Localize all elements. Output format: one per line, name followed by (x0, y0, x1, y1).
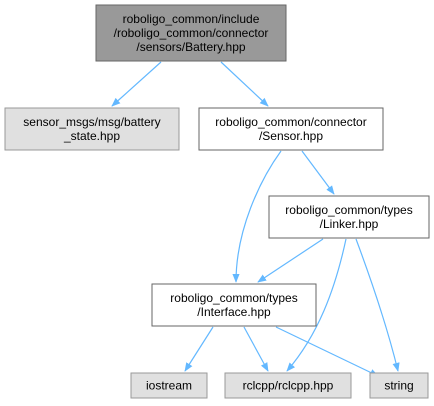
node-label-line: /roboligo_common/connector (114, 26, 269, 40)
edge-interface-to-rclcpp (243, 326, 269, 372)
node-label-line: /Linker.hpp (320, 217, 379, 231)
node-box (369, 372, 429, 399)
edge-sensor-to-interface (232, 150, 282, 283)
edge-interface-to-iostream (184, 326, 214, 372)
edge-linker-to-string (355, 238, 400, 372)
node-label-line: /sensors/Battery.hpp (136, 40, 245, 54)
node-label-line: iostream (146, 379, 192, 393)
node-sensor[interactable]: roboligo_common/connector/Sensor.hpp (198, 107, 384, 151)
dependency-edges (111, 61, 400, 377)
node-box (130, 372, 208, 399)
node-iostream[interactable]: iostream (130, 372, 208, 399)
edge-battery-to-sensor (220, 61, 269, 107)
edge-sensor-to-linker (301, 150, 335, 195)
edge-linker-to-rclcpp (286, 238, 347, 372)
node-box (198, 107, 384, 151)
edge-interface-to-string (275, 326, 379, 377)
node-battery[interactable]: roboligo_common/include/roboligo_common/… (95, 4, 287, 62)
node-label-line: _state.hpp (63, 129, 120, 143)
node-linker[interactable]: roboligo_common/types/Linker.hpp (268, 195, 430, 239)
edge-battery-to-battery_state (111, 61, 162, 107)
node-label-line: /Interface.hpp (197, 305, 271, 319)
node-label-line: roboligo_common/types (170, 291, 297, 305)
node-battery-state[interactable]: sensor_msgs/msg/battery_state.hpp (4, 107, 180, 151)
node-label-line: string (384, 379, 413, 393)
node-label-line: rclcpp/rclcpp.hpp (243, 379, 334, 393)
node-box (224, 372, 352, 399)
dependency-nodes: roboligo_common/include/roboligo_common/… (4, 4, 430, 399)
node-interface[interactable]: roboligo_common/types/Interface.hpp (151, 283, 317, 327)
node-string[interactable]: string (369, 372, 429, 399)
node-box (268, 195, 430, 239)
node-label-line: roboligo_common/include (123, 12, 260, 26)
node-label-line: roboligo_common/types (285, 203, 412, 217)
node-box (4, 107, 180, 151)
node-label-line: roboligo_common/connector (215, 115, 366, 129)
edge-linker-to-interface (257, 238, 324, 283)
node-box (151, 283, 317, 327)
node-rclcpp[interactable]: rclcpp/rclcpp.hpp (224, 372, 352, 399)
node-label-line: sensor_msgs/msg/battery (23, 115, 160, 129)
node-label-line: /Sensor.hpp (259, 129, 323, 143)
node-box (95, 4, 287, 62)
